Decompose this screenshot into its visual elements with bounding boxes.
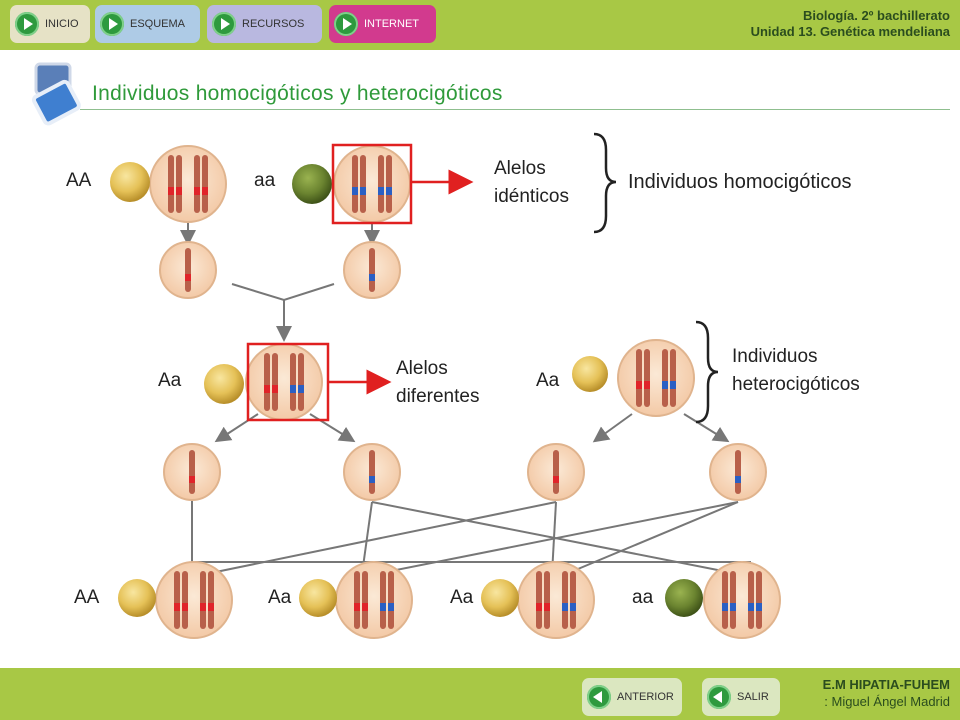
homozygous-label: Individuos homocigóticos	[628, 171, 852, 193]
yellow-pea-icon	[204, 364, 244, 404]
back-icon	[587, 685, 611, 709]
yellow-pea-icon	[299, 579, 337, 617]
salir-label: SALIR	[737, 691, 769, 703]
f2-cell-4	[703, 561, 781, 639]
f1-right-cell	[617, 339, 695, 417]
green-pea-icon	[292, 164, 332, 204]
heterozygous-brace	[695, 320, 719, 424]
identical-alleles-label: Alelos idénticos	[494, 155, 569, 211]
yellow-pea-icon	[110, 162, 150, 202]
gamete-f1-2	[343, 443, 401, 501]
back-icon	[707, 685, 731, 709]
heterozygous-line1: Individuos	[732, 346, 818, 367]
genotype-label: Aa	[158, 370, 182, 391]
gamete-f1-4	[709, 443, 767, 501]
nav-recursos-label: RECURSOS	[242, 18, 305, 30]
footer-author: : Miguel Ángel Madrid	[824, 694, 950, 709]
gamete-f1-3	[527, 443, 585, 501]
parent-aa-dominant-cell	[149, 145, 227, 223]
slide-title: Individuos homocigóticos y heterocigótic…	[92, 82, 503, 105]
identical-alleles-highlight	[331, 143, 413, 225]
genotype-label: aa	[254, 170, 276, 191]
homozygous-brace	[593, 132, 617, 234]
genotype-label: Aa	[536, 370, 560, 391]
footer-credits: E.M HIPATIA-FUHEM : Miguel Ángel Madrid	[823, 676, 950, 710]
identical-alleles-line1: Alelos	[494, 158, 546, 179]
identical-alleles-line2: idénticos	[494, 186, 569, 207]
genotype-label: AA	[74, 587, 100, 608]
different-alleles-line1: Alelos	[396, 358, 448, 379]
genotype-label: aa	[632, 587, 654, 608]
heterozygous-line2: heterocigóticos	[732, 374, 860, 395]
f2-cell-2	[335, 561, 413, 639]
f1-left-cell	[245, 343, 323, 421]
f2-cell-1	[155, 561, 233, 639]
green-pea-icon	[665, 579, 703, 617]
anterior-button[interactable]: ANTERIOR	[582, 678, 682, 716]
heterozygous-label: Individuos heterocigóticos	[732, 343, 860, 399]
yellow-pea-icon	[118, 579, 156, 617]
yellow-pea-icon	[481, 579, 519, 617]
play-icon	[100, 12, 124, 36]
parent-aa-recessive-cell	[333, 145, 411, 223]
nav-internet-button[interactable]: INTERNET	[329, 5, 436, 43]
gamete-recessive-cell	[343, 241, 401, 299]
play-icon	[334, 12, 358, 36]
genotype-label: Aa	[268, 587, 292, 608]
genotype-label: Aa	[450, 587, 474, 608]
different-alleles-label: Alelos diferentes	[396, 355, 479, 411]
footer-school: E.M HIPATIA-FUHEM	[822, 677, 950, 692]
gamete-dominant-cell	[159, 241, 217, 299]
course-name: Biología. 2º bachillerato	[802, 8, 950, 23]
f2-cell-3	[517, 561, 595, 639]
nav-esquema-label: ESQUEMA	[130, 18, 186, 30]
slide-logo-icon	[32, 62, 81, 126]
nav-esquema-button[interactable]: ESQUEMA	[95, 5, 200, 43]
salir-button[interactable]: SALIR	[702, 678, 780, 716]
nav-internet-label: INTERNET	[364, 18, 419, 30]
course-header: Biología. 2º bachillerato Unidad 13. Gen…	[751, 8, 950, 40]
title-divider	[80, 109, 950, 110]
nav-inicio-button[interactable]: INICIO	[10, 5, 90, 43]
play-icon	[212, 12, 236, 36]
yellow-pea-icon	[572, 356, 608, 392]
bottom-bar	[0, 668, 960, 720]
gamete-f1-1	[163, 443, 221, 501]
nav-recursos-button[interactable]: RECURSOS	[207, 5, 322, 43]
different-alleles-line2: diferentes	[396, 386, 480, 407]
play-icon	[15, 12, 39, 36]
nav-inicio-label: INICIO	[45, 18, 79, 30]
genotype-label: AA	[66, 170, 92, 191]
unit-name: Unidad 13. Genética mendeliana	[750, 24, 950, 39]
anterior-label: ANTERIOR	[617, 691, 674, 703]
